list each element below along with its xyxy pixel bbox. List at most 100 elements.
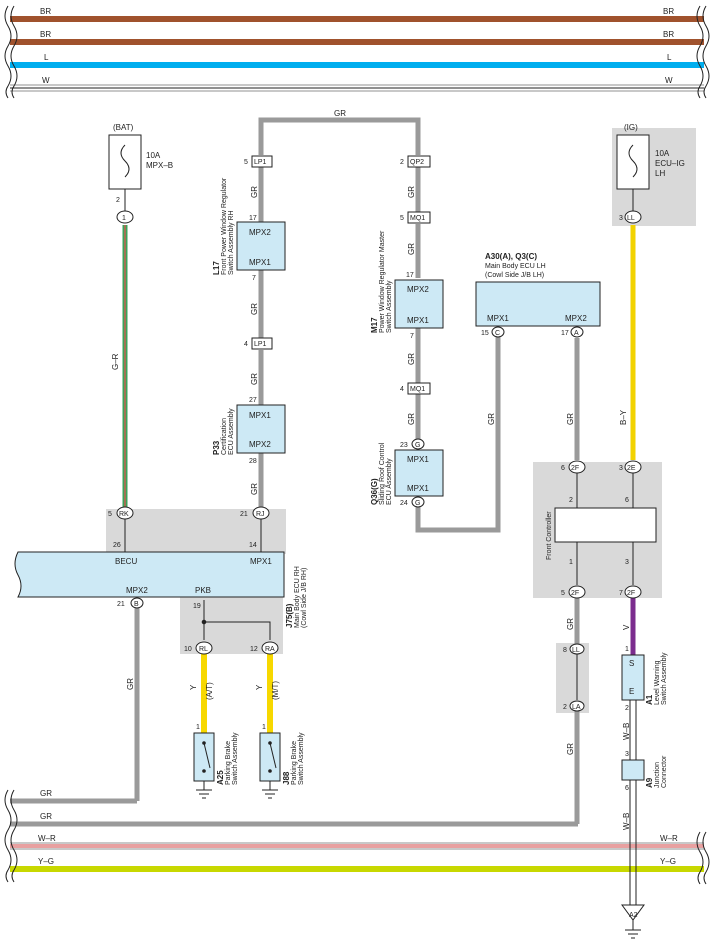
ll-connector-top	[624, 210, 642, 224]
main-body-ecu-rh-box	[14, 551, 285, 598]
a1-e: E	[629, 687, 634, 696]
fc-pin-7: 7	[619, 590, 623, 597]
a25-at-label: (A/T)	[205, 682, 214, 700]
m17-pin-17: 17	[406, 272, 414, 279]
q36-connector-top	[411, 438, 425, 450]
ecu-rh-pkb: PKB	[195, 586, 211, 595]
m17-mpx1: MPX1	[407, 316, 429, 325]
front-controller-box	[554, 507, 657, 543]
bat-label: (BAT)	[113, 123, 134, 132]
mq1-top-pin: 5	[400, 215, 404, 222]
l17-pin-17: 17	[249, 215, 257, 222]
fc-pin-5: 5	[561, 590, 565, 597]
pkb-internal-lines	[201, 600, 271, 640]
ra-pin-12: 12	[250, 646, 258, 653]
a9-pin-3: 3	[625, 751, 629, 758]
gr-wire-label: G–R	[111, 353, 120, 370]
bus-l-right: L	[667, 53, 672, 62]
b-gr-label: GR	[126, 678, 135, 690]
a30-box	[475, 281, 601, 327]
lp1-top-label: LP1	[254, 159, 267, 166]
a25-name-1: Parking Brake	[225, 741, 232, 785]
qp2-connector	[407, 155, 431, 168]
j75-name-1: Main Body ECU RH	[294, 566, 301, 628]
mq1-top-connector	[407, 211, 431, 224]
la-gr-label: GR	[566, 743, 575, 755]
a30-name-1: Main Body ECU LH	[485, 263, 546, 270]
ll-pin-3: 3	[619, 215, 623, 222]
a25-y-label: Y	[189, 684, 198, 690]
top-gr-label: GR	[334, 109, 346, 118]
q36-connector-bottom-label: G	[415, 500, 420, 507]
m17-pin-7: 7	[410, 333, 414, 340]
q36-to-a30-gr: GR	[487, 413, 496, 425]
fuse-mpx-b-icon	[120, 144, 130, 178]
a1-box	[621, 654, 645, 701]
p33-gr-2: GR	[250, 483, 259, 495]
bus-br1-left: BR	[40, 7, 51, 16]
pkb-pin-19: 19	[193, 603, 201, 610]
mq1-bottom-label: MQ1	[410, 386, 425, 393]
q36-mpx1-b: MPX1	[407, 484, 429, 493]
fuse-ecu-ig-lh: LH	[655, 169, 665, 178]
fc-connector-2f-left	[568, 585, 586, 599]
q36-id: Q36(G)	[370, 478, 379, 505]
fuse-ecu-ig-amp: 10A	[655, 149, 670, 158]
bus-l-left: L	[44, 53, 49, 62]
ll-pin-8: 8	[563, 647, 567, 654]
m17-id: M17	[370, 317, 379, 333]
m17-name-2: Switch Assembly	[386, 280, 393, 333]
q36-connector-top-label: G	[415, 442, 420, 449]
j88-switch-icon	[259, 732, 281, 799]
a30-mpx2: MPX2	[565, 314, 587, 323]
p33-box	[236, 404, 286, 454]
fuse-mpx-b-amp: 10A	[146, 151, 161, 160]
bat-fuse-box	[108, 134, 142, 190]
a30-pin-17: 17	[561, 330, 569, 337]
bus-br2-left: BR	[40, 30, 51, 39]
fuse-mpx-b-name: MPX–B	[146, 161, 173, 170]
b-connector-label: B	[134, 601, 139, 608]
bus-yg-right: Y–G	[660, 857, 676, 866]
a9-box	[621, 759, 645, 781]
ecu-rh-mpx2: MPX2	[126, 586, 148, 595]
p33-pin-27: 27	[249, 397, 257, 404]
rj-connector-label: RJ	[256, 511, 265, 518]
bus-br2-right: BR	[663, 30, 674, 39]
lp1-bottom-label: LP1	[254, 341, 267, 348]
gr-wires	[134, 117, 580, 824]
bat-connector-1-label: 1	[122, 215, 126, 222]
fc-pin-6-left: 6	[561, 465, 565, 472]
a9-name-1: Junction	[654, 762, 661, 788]
a25-name-2: Switch Assembly	[232, 732, 239, 785]
m17-name-1: Power Window Regulator Master	[379, 230, 386, 333]
fc-connector-2f-top-label: 2F	[571, 465, 579, 472]
a1-s: S	[629, 659, 634, 668]
a30-connector-c-label: C	[495, 330, 500, 337]
front-controller-label: Front Controller	[546, 511, 553, 560]
a25-id: A25	[216, 770, 225, 785]
lp1-bottom-connector	[251, 337, 273, 350]
a1-pin-1: 1	[625, 646, 629, 653]
m17-box	[394, 279, 444, 329]
fc-pin-3: 3	[625, 559, 629, 566]
l17-mpx2: MPX2	[249, 228, 271, 237]
q36-connector-bottom	[411, 496, 425, 508]
p33-name-2: ECU Assembly	[228, 408, 235, 455]
ra-connector	[261, 641, 279, 655]
a30-id: A30(A), Q3(C)	[485, 252, 537, 261]
a1-name-2: Switch Assembly	[661, 652, 668, 705]
wb-label-1: W–B	[622, 723, 631, 740]
j75-name-2: (Cowl Side J/B RH)	[301, 568, 308, 628]
fc-pin-1: 1	[569, 559, 573, 566]
j88-name-1: Parking Brake	[291, 741, 298, 785]
q36-gr-1: GR	[407, 413, 416, 425]
la-connector	[569, 700, 585, 712]
a30-connector-a	[570, 326, 584, 338]
a25-pin-1: 1	[196, 724, 200, 731]
rl-pin-10: 10	[184, 646, 192, 653]
ll-connector-top-label: LL	[627, 215, 635, 222]
j88-id: J88	[282, 771, 291, 785]
lp1-top-connector	[251, 155, 273, 168]
